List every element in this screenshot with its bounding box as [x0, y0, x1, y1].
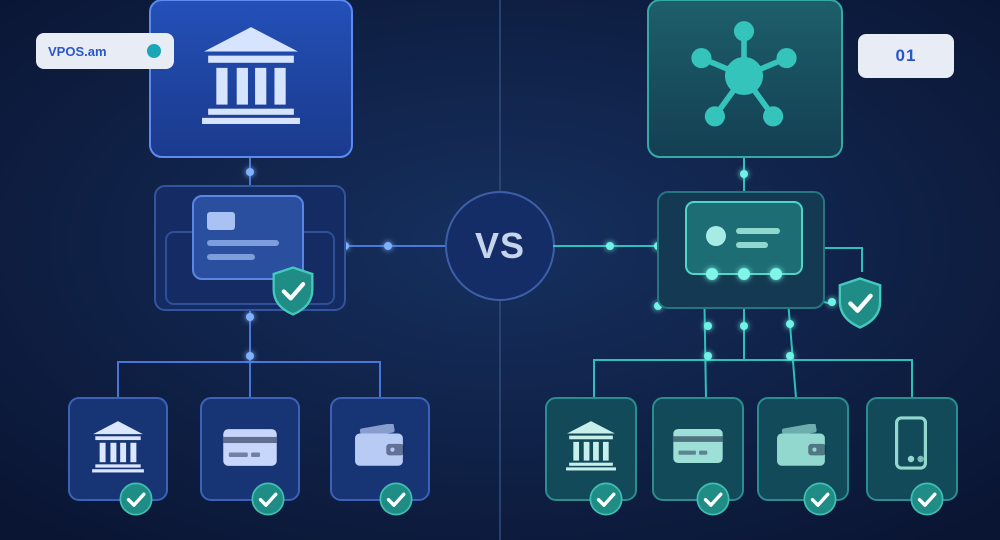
right-top-node	[647, 0, 843, 158]
left-model	[68, 0, 447, 516]
right-child-phone	[866, 397, 958, 516]
payment-card-icon	[223, 429, 277, 466]
payment-card-icon	[673, 429, 723, 463]
check-icon	[803, 482, 837, 516]
payment-card-icon	[207, 212, 279, 260]
left-child-wallet	[330, 397, 430, 516]
right-child-bank	[545, 397, 637, 516]
right-child-wallet	[757, 397, 849, 516]
profile-card-icon	[706, 226, 780, 248]
right-connector-dots	[606, 170, 836, 360]
left-child-bank	[68, 397, 168, 516]
right-middle-node	[657, 191, 880, 327]
left-connector-dots	[246, 168, 392, 360]
page-number-badge: 01	[858, 34, 954, 78]
check-icon	[119, 482, 153, 516]
profile-connector-dots	[706, 268, 782, 280]
right-child-card	[652, 397, 744, 516]
check-icon	[589, 482, 623, 516]
left-top-node	[149, 0, 353, 158]
brand-label: VPOS.am	[48, 43, 107, 59]
check-icon	[696, 482, 730, 516]
check-icon	[251, 482, 285, 516]
left-middle-node	[154, 185, 346, 314]
left-child-card	[200, 397, 300, 516]
right-model	[545, 0, 958, 516]
brand-dot-icon	[147, 44, 161, 58]
check-icon	[379, 482, 413, 516]
brand-badge: VPOS.am	[36, 33, 174, 69]
page-number: 01	[895, 46, 917, 65]
check-icon	[910, 482, 944, 516]
vs-label: VS	[474, 225, 526, 266]
